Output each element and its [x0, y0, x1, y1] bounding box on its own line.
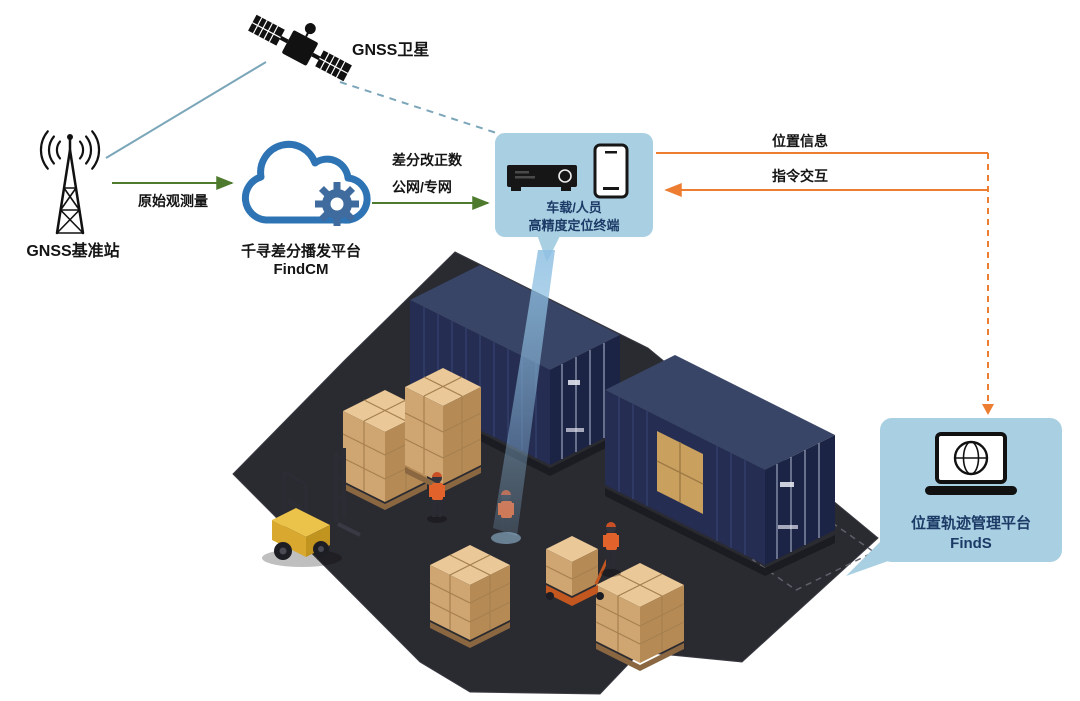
signal-waves-right	[78, 130, 101, 170]
base-station-label: GNSS基准站	[26, 243, 120, 260]
receiver-icon	[507, 165, 577, 191]
container-door-end	[765, 435, 835, 565]
seat	[288, 498, 302, 512]
crate-stack	[404, 368, 482, 492]
panel-grid	[252, 17, 281, 43]
satellite-to-terminal-link-dashed	[339, 81, 519, 141]
worker	[601, 522, 621, 577]
satellite-label: GNSS卫星	[352, 42, 430, 59]
finds-platform-box: 位置轨迹管理平台 FindS	[880, 418, 1062, 562]
platform-icon	[925, 432, 1017, 495]
cloud-platform-icon	[241, 140, 371, 226]
raw-observation-label: 原始观测量	[138, 193, 208, 209]
pallet	[343, 483, 427, 510]
correction-label-line1: 差分改正数	[392, 152, 462, 168]
crate-stack	[595, 563, 685, 671]
correction-label-line2: 公网/专网	[392, 179, 452, 195]
pallet-jack	[545, 536, 609, 606]
smartphone-icon	[593, 143, 629, 199]
worker	[427, 472, 447, 523]
container-ribs	[618, 397, 746, 555]
satellite-dish	[304, 23, 316, 35]
command-interaction-label: 指令交互	[772, 168, 828, 184]
door-lines	[776, 443, 820, 559]
shipping-container-b	[605, 355, 835, 576]
gear-icon	[315, 182, 359, 226]
jack-handle	[594, 559, 609, 585]
signal-waves-left	[39, 130, 62, 170]
forks	[337, 522, 361, 537]
pallet	[596, 643, 684, 671]
beam-target-glow	[491, 532, 521, 544]
position-info-label: 位置信息	[772, 133, 828, 149]
gnss-satellite-icon	[248, 14, 352, 82]
warehouse-scene	[232, 251, 879, 695]
container-door-end	[550, 335, 620, 465]
container-top	[410, 265, 620, 370]
terminal-box-tail	[536, 232, 562, 262]
downlink-arrowhead	[982, 404, 994, 415]
mast	[334, 448, 346, 522]
terminal-node-box: 车载/人员 高精度定位终端	[495, 133, 653, 237]
panel-grid	[319, 52, 348, 78]
terminal-label-line1: 车载/人员	[546, 200, 602, 215]
crate-stack	[429, 545, 511, 648]
laptop-globe-icon	[925, 432, 1017, 495]
satellite-to-basestation-link	[105, 61, 267, 159]
satellite-body	[282, 30, 318, 66]
helmet	[432, 472, 442, 477]
finds-label-line2: FindS	[950, 535, 992, 552]
jack-frame	[546, 585, 598, 606]
forklift	[262, 448, 361, 567]
tower-braces	[56, 187, 84, 234]
terminal-label-line2: 高精度定位终端	[528, 218, 620, 233]
container-top	[605, 355, 835, 470]
cloud-platform-name: FindCM	[273, 261, 329, 278]
cloud-platform-label: 千寻差分播发平台	[240, 243, 361, 260]
door-lines	[561, 343, 605, 459]
radio-tower-icon	[39, 130, 101, 235]
helmet	[606, 522, 616, 527]
pallet	[430, 622, 510, 648]
positioning-beam	[493, 250, 555, 536]
terminal-icons	[507, 143, 629, 199]
vest	[432, 483, 443, 500]
vest	[606, 533, 617, 550]
finds-label-line1: 位置轨迹管理平台	[910, 515, 1031, 532]
